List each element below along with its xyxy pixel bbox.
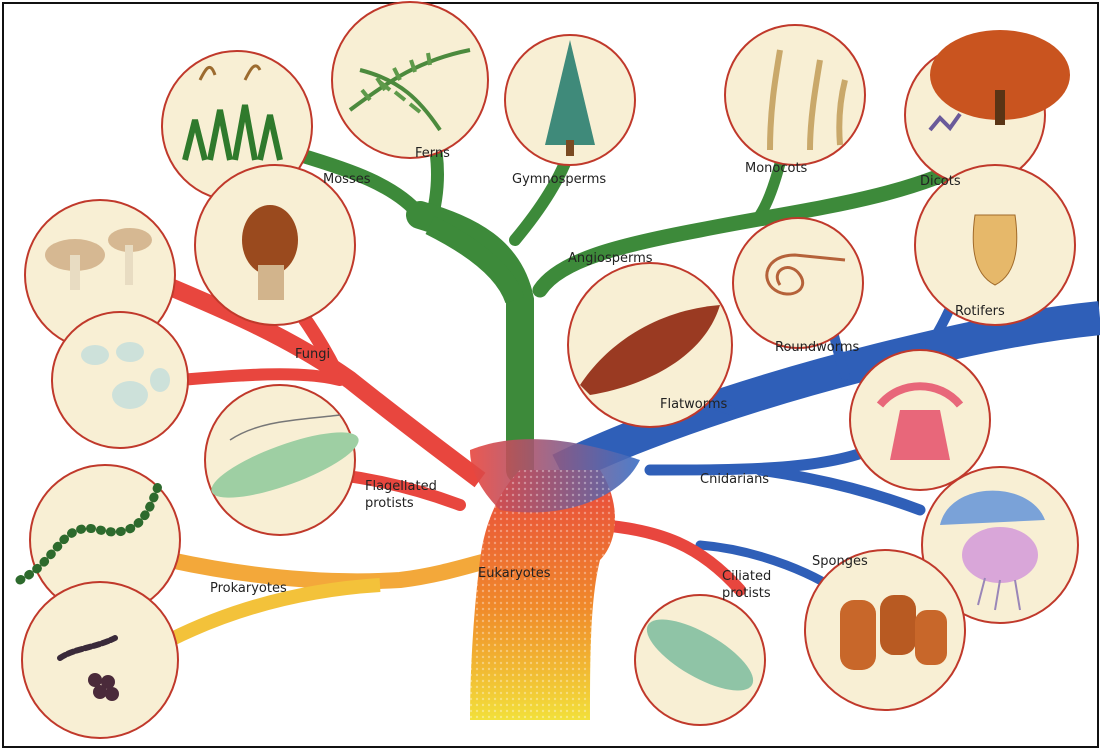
label-flagellated-1: Flagellated	[365, 479, 437, 494]
label-prokaryotes: Prokaryotes	[210, 581, 287, 596]
label-ciliated-2: protists	[722, 586, 771, 601]
label-eukaryotes: Eukaryotes	[478, 566, 551, 581]
morel-illustration	[195, 165, 355, 325]
dicot-illustration	[905, 30, 1070, 185]
label-mosses: Mosses	[323, 172, 371, 187]
label-cnidarians: Cnidarians	[700, 472, 769, 487]
yeast-illustration	[52, 312, 188, 448]
branch-fungi-yeast	[180, 374, 340, 380]
ciliated-protist-illustration	[635, 595, 765, 725]
label-fungi: Fungi	[295, 347, 330, 362]
sponge-illustration	[805, 550, 965, 710]
gymnosperm-illustration	[505, 35, 635, 165]
branch-prokaryotes	[170, 560, 490, 581]
label-rotifers: Rotifers	[955, 304, 1005, 319]
trunk-texture	[470, 470, 615, 720]
flagellated-protist-illustration	[205, 385, 365, 535]
label-roundworms: Roundworms	[775, 340, 859, 355]
label-monocots: Monocots	[745, 161, 808, 176]
rotifer-illustration	[915, 165, 1075, 325]
fern-illustration	[332, 2, 488, 158]
label-ferns: Ferns	[415, 146, 450, 161]
label-flatworms: Flatworms	[660, 397, 728, 412]
bacteria-illustration	[22, 582, 178, 738]
label-angiosperms: Angiosperms	[568, 251, 653, 266]
cnidarian-illustration	[850, 350, 990, 490]
monocot-illustration	[725, 25, 865, 165]
branch-ciliated	[600, 525, 740, 590]
label-dicots: Dicots	[920, 174, 961, 189]
label-ciliated-1: Ciliated	[722, 569, 771, 584]
label-flagellated-2: protists	[365, 496, 414, 511]
label-sponges: Sponges	[812, 554, 868, 569]
label-gymnosperms: Gymnosperms	[512, 172, 606, 187]
roundworm-illustration	[733, 218, 863, 348]
